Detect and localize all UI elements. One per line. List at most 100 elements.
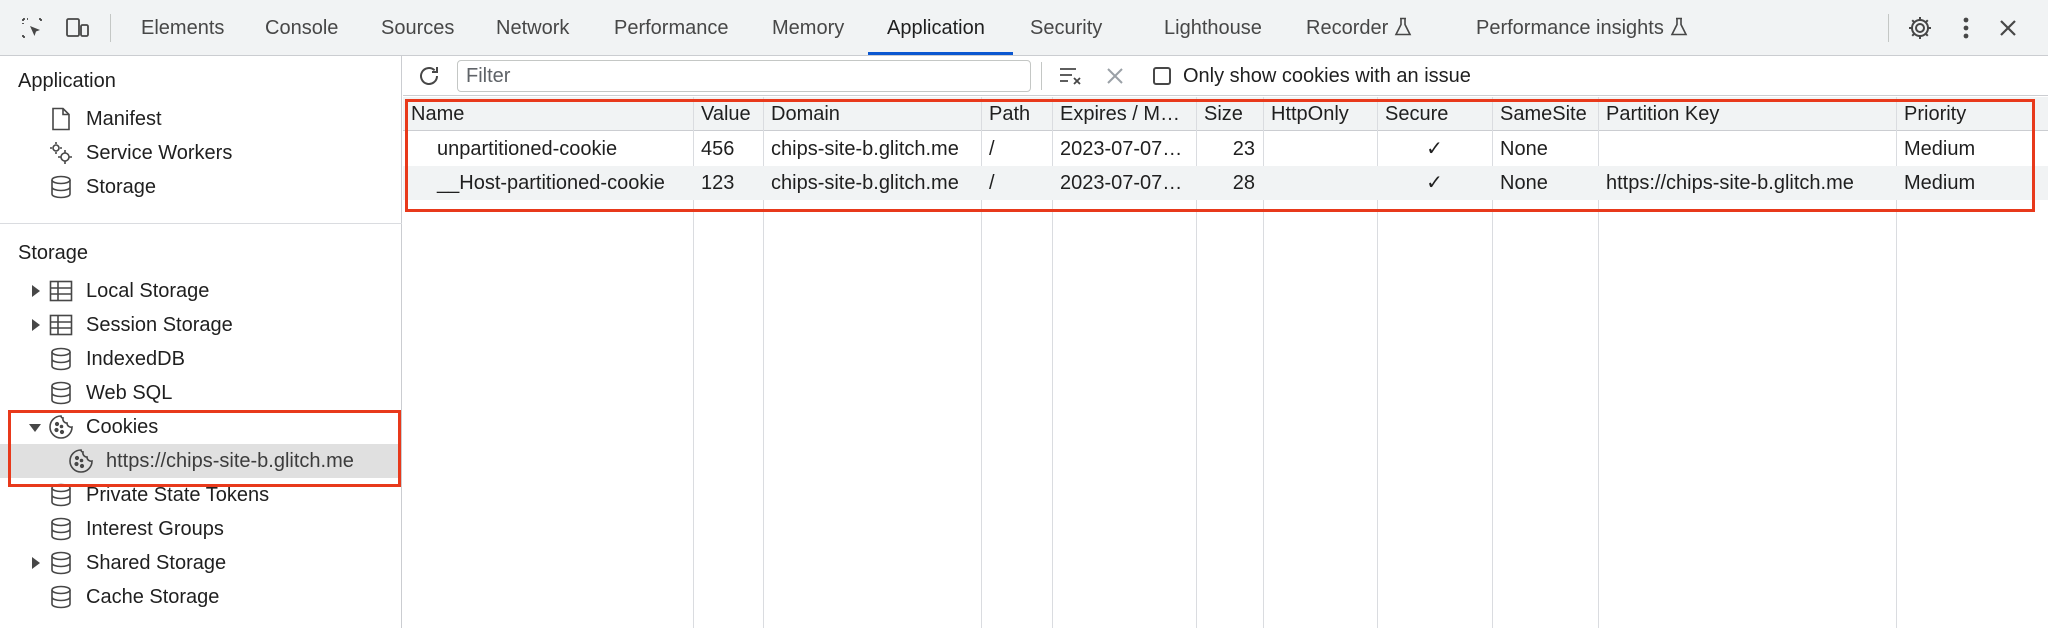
only-issues-label: Only show cookies with an issue <box>1183 64 1471 87</box>
active-tab-indicator <box>868 52 1013 55</box>
gear-icon[interactable] <box>1906 14 1934 42</box>
cookie-icon <box>48 414 74 440</box>
sidebar-item-label: Service Workers <box>86 141 233 164</box>
close-icon[interactable] <box>1994 14 2022 42</box>
delete-selected-icon[interactable] <box>1101 62 1129 90</box>
cookies-table: Name Value Domain Path Expires / M… Size… <box>403 97 2048 628</box>
table-icon <box>48 278 74 304</box>
toolbar-separator <box>1041 62 1042 90</box>
cookie-secure-cell: ✓ <box>1426 172 1443 194</box>
table-row[interactable] <box>403 166 2048 200</box>
sidebar-item-label: Manifest <box>86 107 162 130</box>
sidebar-item-cookies[interactable]: Cookies <box>0 410 400 444</box>
sidebar-item-label: IndexedDB <box>86 347 185 370</box>
sidebar-item-label: Shared Storage <box>86 551 227 574</box>
sidebar-item-indexeddb[interactable]: IndexedDB <box>0 342 400 376</box>
column-header-partition-key[interactable]: Partition Key <box>1606 103 1720 125</box>
cookie-samesite-cell: None <box>1500 138 1548 160</box>
tab-performance[interactable]: Performance <box>614 17 729 39</box>
sidebar-item-label: Session Storage <box>86 313 233 336</box>
column-header-priority[interactable]: Priority <box>1904 103 1967 125</box>
tab-memory[interactable]: Memory <box>772 17 845 39</box>
tab-lighthouse[interactable]: Lighthouse <box>1164 17 1262 39</box>
sidebar-item-session-storage[interactable]: Session Storage <box>0 308 400 342</box>
cookie-size-cell: 23 <box>1232 138 1255 160</box>
sidebar-item-shared-storage[interactable]: Shared Storage <box>0 546 400 580</box>
more-options-icon[interactable] <box>1952 14 1980 42</box>
cookie-httponly-cell <box>1263 166 1377 200</box>
tab-security[interactable]: Security <box>1030 17 1103 39</box>
column-divider[interactable] <box>1492 97 1493 628</box>
sidebar-item-storage[interactable]: Storage <box>0 170 400 204</box>
column-divider[interactable] <box>1598 97 1599 628</box>
cookie-path-cell: / <box>989 138 995 160</box>
expand-triangle-icon[interactable] <box>30 285 42 297</box>
tab-elements[interactable]: Elements <box>141 17 225 39</box>
sidebar-item-label: Storage <box>86 175 157 198</box>
gears-icon <box>48 140 74 166</box>
column-divider[interactable] <box>1263 97 1264 628</box>
expand-triangle-icon[interactable] <box>30 319 42 331</box>
sidebar-item-label: Web SQL <box>86 381 173 404</box>
only-issues-checkbox[interactable]: Only show cookies with an issue <box>1153 56 1471 96</box>
sidebar-item-interest-groups[interactable]: Interest Groups <box>0 512 400 546</box>
toolbar-separator <box>110 14 111 42</box>
column-header-secure[interactable]: Secure <box>1385 103 1449 125</box>
column-divider[interactable] <box>693 97 694 628</box>
column-header-size[interactable]: Size <box>1204 103 1243 125</box>
cookie-partition-key-cell: https://chips-site-b.glitch.me <box>1606 172 1854 194</box>
cookie-httponly-cell <box>1263 132 1377 166</box>
checkbox-box[interactable] <box>1153 67 1171 85</box>
application-sidebar: Application Manifest Service Workers Sto… <box>0 56 402 628</box>
sidebar-item-cookie-origin[interactable]: https://chips-site-b.glitch.me <box>0 444 400 478</box>
sidebar-item-web-sql[interactable]: Web SQL <box>0 376 400 410</box>
table-header <box>403 97 2048 131</box>
sidebar-item-label: https://chips-site-b.glitch.me <box>106 449 354 472</box>
sidebar-item-local-storage[interactable]: Local Storage <box>0 274 400 308</box>
column-header-samesite[interactable]: SameSite <box>1500 103 1587 125</box>
tab-recorder-label: Recorder <box>1306 17 1389 39</box>
tab-recorder[interactable]: Recorder <box>1306 0 1412 56</box>
column-header-value[interactable]: Value <box>701 103 751 125</box>
filter-input[interactable] <box>457 60 1031 92</box>
column-header-expires[interactable]: Expires / M… <box>1060 103 1181 125</box>
sidebar-item-manifest[interactable]: Manifest <box>0 102 400 136</box>
column-divider[interactable] <box>1377 97 1378 628</box>
tab-application[interactable]: Application <box>887 17 985 39</box>
expand-triangle-icon[interactable] <box>30 557 42 569</box>
tab-console[interactable]: Console <box>265 17 339 39</box>
collapse-triangle-icon[interactable] <box>29 422 41 434</box>
tab-performance-insights[interactable]: Performance insights <box>1476 0 1688 56</box>
column-divider[interactable] <box>1052 97 1053 628</box>
tab-sources[interactable]: Sources <box>381 17 455 39</box>
clear-filtered-cookies-icon[interactable] <box>1057 62 1085 90</box>
cookie-priority-cell: Medium <box>1904 172 1976 194</box>
table-icon <box>48 312 74 338</box>
column-header-httponly[interactable]: HttpOnly <box>1271 103 1349 125</box>
sidebar-item-cache-storage[interactable]: Cache Storage <box>0 580 400 614</box>
device-toolbar-icon[interactable] <box>64 14 92 42</box>
sidebar-item-private-state-tokens[interactable]: Private State Tokens <box>0 478 400 512</box>
tab-network[interactable]: Network <box>496 17 570 39</box>
sidebar-item-service-workers[interactable]: Service Workers <box>0 136 400 170</box>
inspect-element-icon[interactable] <box>18 14 46 42</box>
cookie-expires-cell: 2023-07-07… <box>1060 172 1183 194</box>
cookies-toolbar: Only show cookies with an issue <box>403 56 2048 96</box>
column-divider[interactable] <box>1196 97 1197 628</box>
cookie-size-cell: 28 <box>1232 172 1255 194</box>
database-icon <box>48 584 74 610</box>
refresh-icon[interactable] <box>415 62 443 90</box>
column-header-name[interactable]: Name <box>411 103 465 125</box>
sidebar-item-label: Local Storage <box>86 279 210 302</box>
cookie-expires-cell: 2023-07-07… <box>1060 138 1183 160</box>
cookie-partition-key-cell <box>1598 132 1896 166</box>
column-divider[interactable] <box>981 97 982 628</box>
sidebar-item-label: Interest Groups <box>86 517 224 540</box>
column-divider[interactable] <box>1896 97 1897 628</box>
column-divider[interactable] <box>763 97 764 628</box>
sidebar-item-label: Cache Storage <box>86 585 220 608</box>
cookie-name-cell: unpartitioned-cookie <box>437 138 618 160</box>
column-header-domain[interactable]: Domain <box>771 103 840 125</box>
cookie-secure-cell: ✓ <box>1426 138 1443 160</box>
column-header-path[interactable]: Path <box>989 103 1031 125</box>
